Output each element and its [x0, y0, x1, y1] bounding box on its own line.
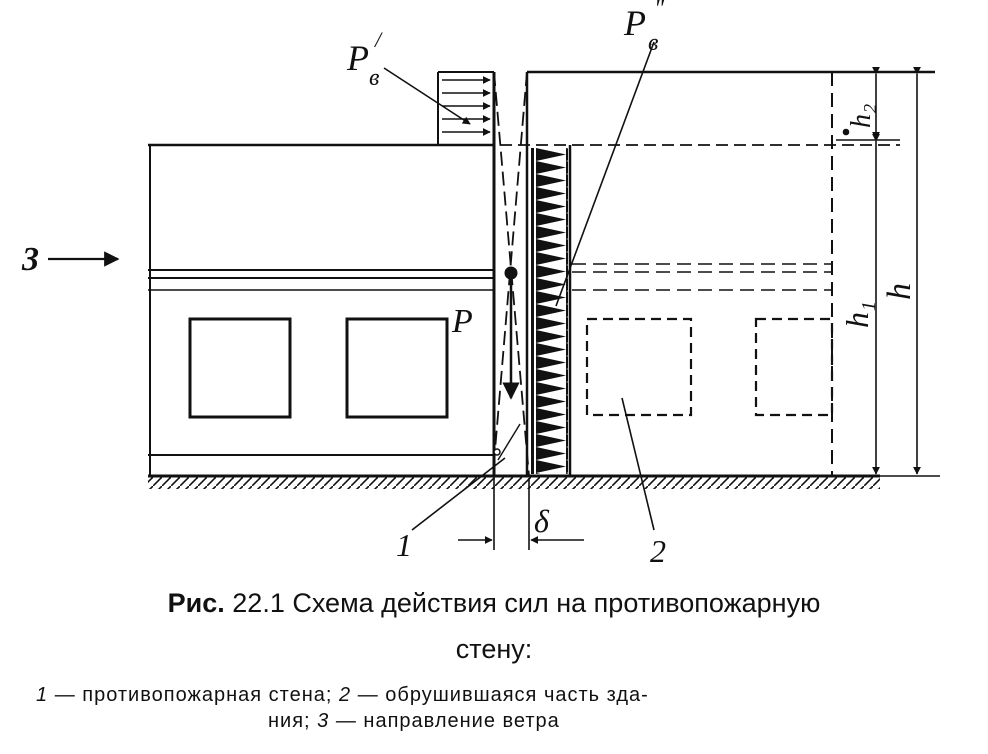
label-pv1-mark: / [373, 27, 383, 52]
legend-number-3: 3 [317, 710, 330, 732]
height-dimensions [836, 66, 940, 477]
legend-text-2b: ния; [268, 710, 311, 732]
label-pv1-sub: в [369, 65, 379, 91]
leader-lines [383, 41, 655, 531]
legend-number-1: 1 [36, 684, 49, 706]
legend-text-3: — направление ветра [335, 710, 560, 732]
right-building [500, 70, 935, 476]
window-dashed [754, 317, 834, 417]
label-h1: h [839, 312, 875, 328]
window [345, 317, 449, 419]
label-h2: h [846, 114, 877, 128]
label-h2-sub: 2 [860, 104, 880, 113]
label-pv1: P [346, 38, 369, 78]
window [188, 317, 292, 419]
diagram-labels: P в / P в " P 3 1 2 δ h h 1 h 2 [21, 0, 918, 569]
figure-caption-line2: стену: [0, 634, 988, 665]
ground [148, 474, 880, 489]
label-h1-sub: 1 [858, 301, 880, 311]
caption-number: 22.1 [232, 588, 285, 618]
lower-wind-load-arrows [531, 148, 568, 474]
left-building [148, 143, 494, 476]
label-h: h [881, 283, 918, 300]
label-fire-wall: 1 [396, 527, 412, 563]
figure-legend: 1 — противопожарная стена; 2 — обрушивша… [36, 682, 956, 734]
window-dashed [585, 317, 693, 417]
label-pv2: P [623, 3, 646, 43]
label-delta: δ [534, 503, 550, 539]
legend-number-2: 2 [339, 684, 352, 706]
label-pv2-sub: в [648, 30, 658, 56]
label-p: P [451, 303, 473, 340]
caption-text-line2: стену: [455, 634, 533, 664]
caption-text-line1: Схема действия сил на противопожарную [292, 588, 821, 618]
legend-text-1: — противопожарная стена; [54, 684, 333, 706]
weight-force [502, 266, 520, 400]
caption-prefix: Рис. [167, 588, 225, 618]
legend-text-2: — обрушившаяся часть зда- [357, 684, 649, 706]
figure-caption: Рис. 22.1 Схема действия сил на противоп… [0, 588, 988, 619]
fire-wall-force-diagram: P в / P в " P 3 1 2 δ h h 1 h 2 [21, 0, 940, 569]
label-wind-number: 3 [21, 241, 39, 278]
delta-dimension [458, 478, 584, 550]
label-pv2-mark: " [654, 0, 665, 22]
upper-wind-load-arrows [442, 76, 491, 136]
label-collapsed-part: 2 [650, 533, 666, 569]
